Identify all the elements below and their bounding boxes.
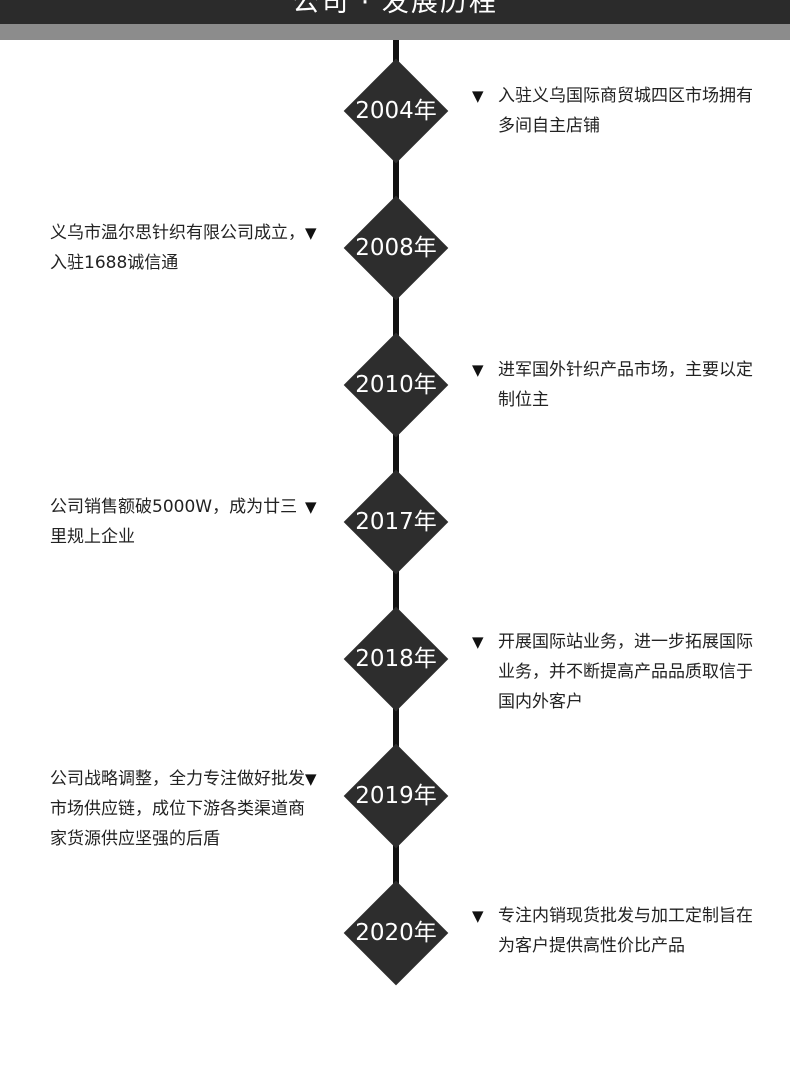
year-label: 2017年 — [355, 509, 437, 535]
header-stripe — [0, 24, 790, 40]
milestone-description: 开展国际站业务，进一步拓展国际业务，并不断提高产品品质取信于国内外客户 — [498, 632, 753, 712]
triangle-down-icon: ▼ — [472, 633, 484, 651]
triangle-down-icon: ▼ — [472, 87, 484, 105]
year-label: 2020年 — [355, 920, 437, 946]
triangle-down-icon: ▼ — [305, 498, 317, 516]
year-label: 2008年 — [355, 235, 437, 261]
milestone-description: 入驻义乌国际商贸城四区市场拥有多间自主店铺 — [498, 86, 753, 136]
year-label: 2004年 — [355, 98, 437, 124]
triangle-down-icon: ▼ — [472, 361, 484, 379]
milestone-description: 义乌市温尔思针织有限公司成立，入驻1688诚信通 — [50, 223, 305, 273]
header-bar: 公司 · 发展历程 — [0, 0, 790, 24]
milestone-description: 专注内销现货批发与加工定制旨在为客户提供高性价比产品 — [498, 906, 753, 956]
milestone-description: 进军国外针织产品市场，主要以定制位主 — [498, 360, 753, 410]
triangle-down-icon: ▼ — [305, 224, 317, 242]
milestone-description: 公司销售额破5000W，成为廿三里规上企业 — [50, 497, 298, 547]
page-title: 公司 · 发展历程 — [292, 0, 498, 18]
milestone-description: 公司战略调整，全力专注做好批发市场供应链，成位下游各类渠道商家货源供应坚强的后盾 — [50, 769, 305, 849]
triangle-down-icon: ▼ — [472, 907, 484, 925]
triangle-down-icon: ▼ — [305, 770, 317, 788]
year-label: 2010年 — [355, 372, 437, 398]
year-label: 2018年 — [355, 646, 437, 672]
year-label: 2019年 — [355, 783, 437, 809]
